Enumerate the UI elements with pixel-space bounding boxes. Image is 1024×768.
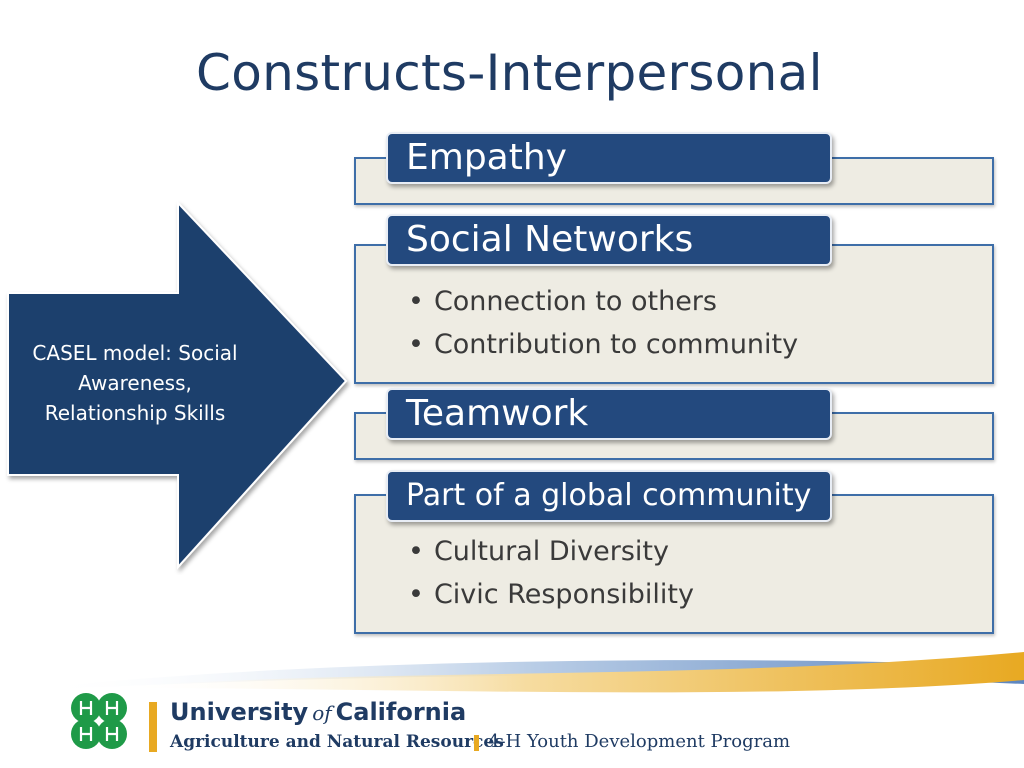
footer-small-divider <box>474 735 479 751</box>
casel-arrow-icon <box>7 200 348 570</box>
empathy-header: Empathy <box>386 132 832 184</box>
global-community-bullets: Cultural Diversity Civic Responsibility <box>408 530 694 616</box>
footer-divider <box>149 702 157 752</box>
slide-title: Constructs-Interpersonal <box>196 44 823 102</box>
list-item: Connection to others <box>408 280 798 323</box>
teamwork-header: Teamwork <box>386 388 832 440</box>
arrow-label: CASEL model: Social Awareness, Relations… <box>32 341 238 425</box>
division-name: Agriculture and Natural Resources <box>170 732 504 752</box>
global-community-header: Part of a global community <box>386 470 832 522</box>
list-item: Cultural Diversity <box>408 530 694 573</box>
program-name: 4-H Youth Development Program <box>488 731 791 752</box>
footer-swoosh <box>40 652 1024 693</box>
university-state: California <box>335 698 467 726</box>
four-leaf-clover-icon <box>71 693 127 749</box>
university-of: of <box>312 701 332 725</box>
social-networks-bullets: Connection to others Contribution to com… <box>408 280 798 366</box>
social-networks-header: Social Networks <box>386 214 832 266</box>
university-word: University <box>170 698 309 726</box>
list-item: Civic Responsibility <box>408 573 694 616</box>
list-item: Contribution to community <box>408 323 798 366</box>
